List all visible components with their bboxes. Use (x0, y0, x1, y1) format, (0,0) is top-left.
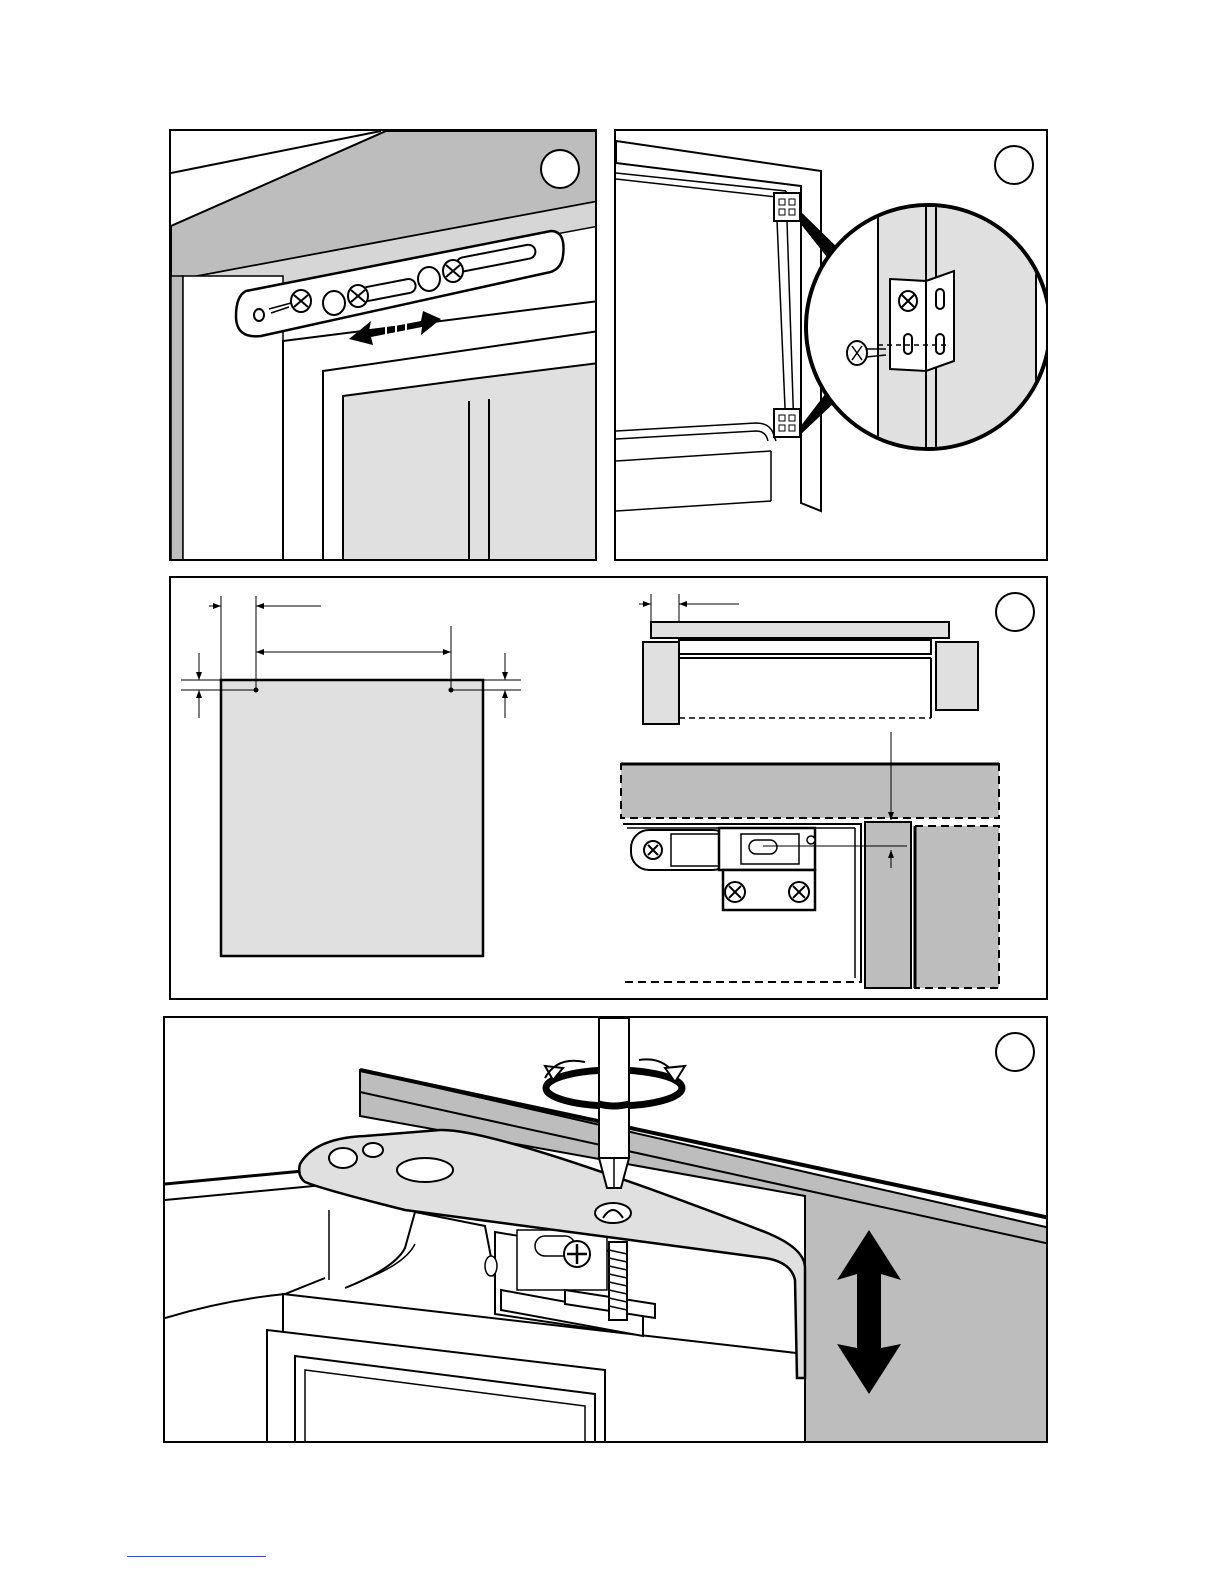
footer-link-underline (127, 1556, 266, 1557)
screw-icon (443, 260, 463, 282)
screw-icon (348, 285, 368, 307)
bracket-icon (878, 271, 954, 371)
screw-icon (789, 882, 809, 902)
figure-panel-2 (614, 129, 1048, 561)
screw-icon (725, 882, 745, 902)
dimension-drawing (171, 578, 1048, 1000)
cabinet-top-bracket-drawing (171, 131, 597, 561)
step-number-circle (995, 592, 1035, 632)
step-number-circle (994, 145, 1034, 185)
step-number-circle (995, 1032, 1035, 1072)
figure-panel-1 (169, 129, 597, 561)
screw-icon (644, 841, 662, 859)
door-hinge-drawing (616, 131, 1048, 561)
screw-icon (564, 1241, 590, 1267)
step-number-circle (540, 149, 580, 189)
height-adjustment-drawing (165, 1018, 1048, 1443)
figure-panel-3 (169, 576, 1048, 1000)
figure-panel-4 (163, 1016, 1048, 1443)
rotation-arrow-icon (545, 1059, 685, 1110)
